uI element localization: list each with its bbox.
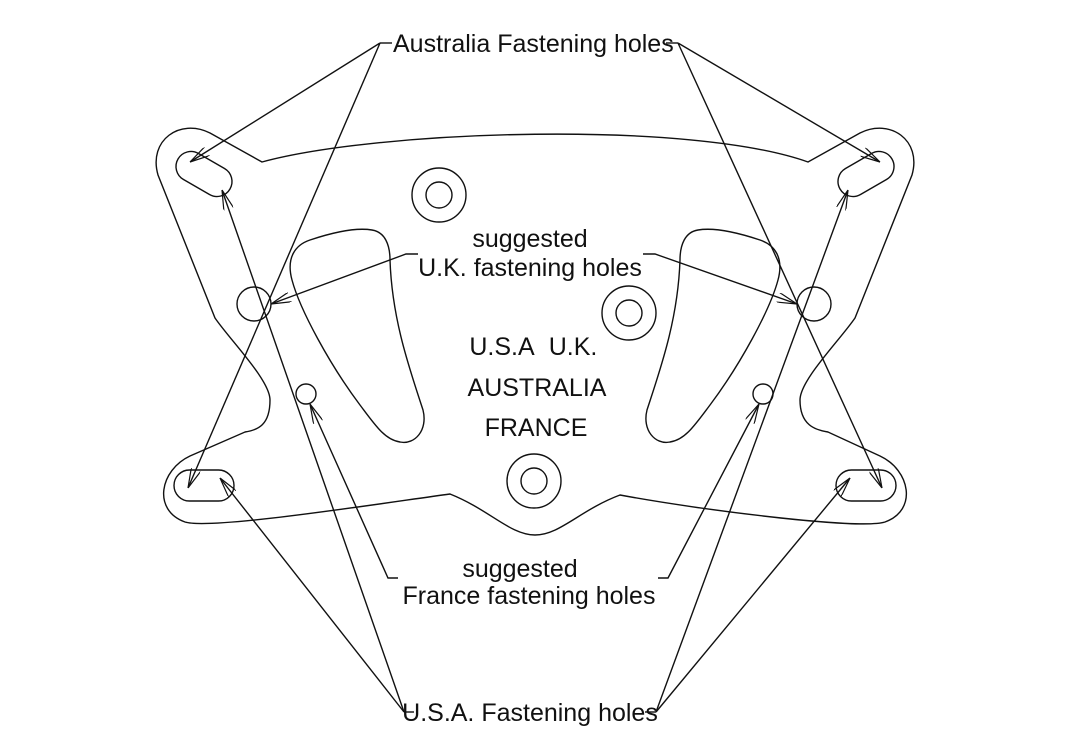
label-france-line1: suggested <box>462 555 577 583</box>
ring-hole-bottom-inner <box>520 467 548 495</box>
cutout-right <box>645 228 781 444</box>
slot-bottom-left <box>173 469 235 502</box>
leader-uk <box>271 253 418 305</box>
slot-top-right <box>837 150 895 198</box>
label-uk-line1: suggested <box>472 225 587 253</box>
slot-top-left <box>175 150 233 198</box>
plate-text-uk: U.K. <box>549 333 598 361</box>
ring-hole-bottom <box>506 453 562 509</box>
ring-hole-right-inner <box>615 299 643 327</box>
label-usa: U.S.A. Fastening holes <box>402 699 658 727</box>
label-australia: Australia Fastening holes <box>393 30 674 58</box>
ring-hole-top-inner <box>425 181 453 209</box>
france-hole-left <box>295 383 317 405</box>
leader-france <box>309 404 398 579</box>
ring-hole-right <box>601 285 657 341</box>
cutout-left <box>289 228 425 444</box>
plate-text-usa: U.S.A <box>469 333 535 361</box>
label-france-line2: France fastening holes <box>403 582 656 610</box>
plate-outline <box>155 127 915 536</box>
ring-hole-top <box>411 167 467 223</box>
label-uk-line2: U.K. fastening holes <box>418 254 642 282</box>
plate-text-australia: AUSTRALIA <box>468 374 607 402</box>
slot-bottom-right <box>835 469 897 502</box>
plate-text-france: FRANCE <box>485 414 588 442</box>
